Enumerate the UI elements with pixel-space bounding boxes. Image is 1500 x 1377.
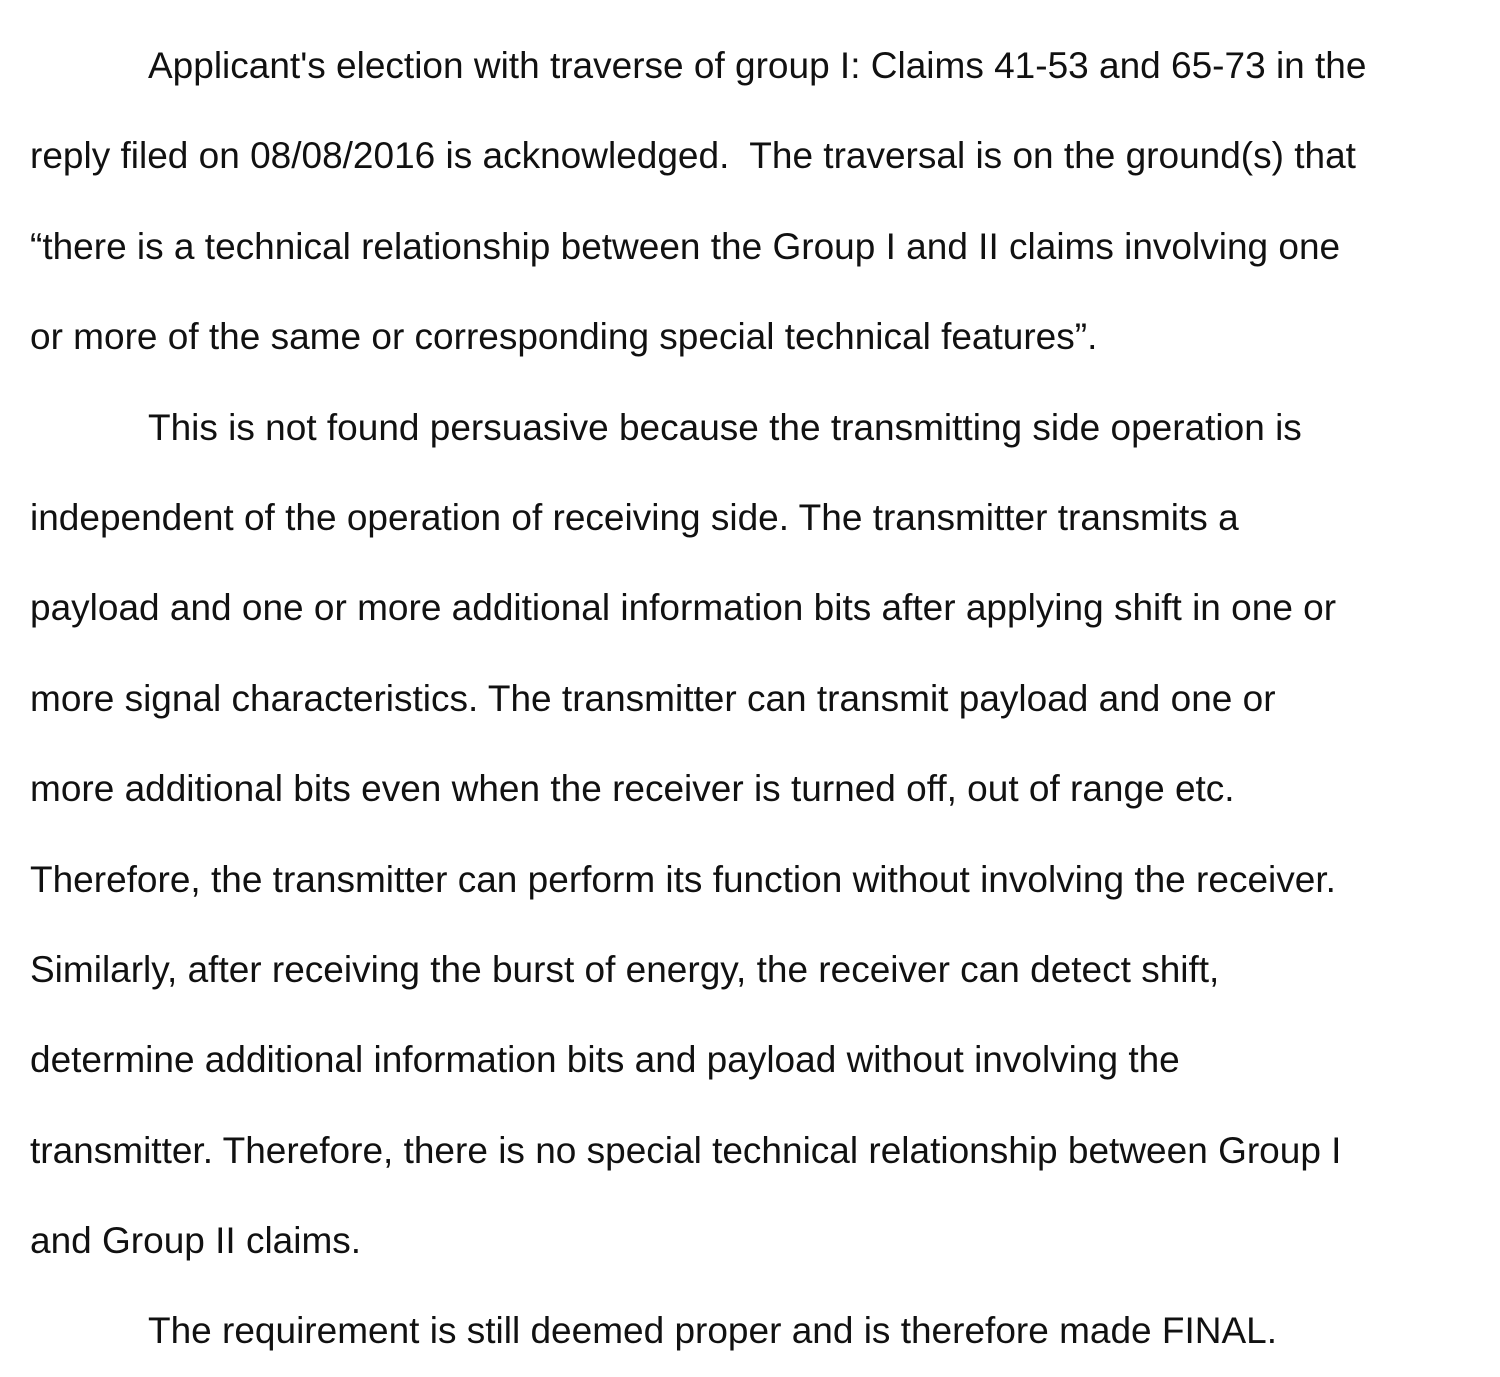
document-body: Applicant's election with traverse of gr…	[30, 21, 1450, 1377]
paragraph-line: Similarly, after receiving the burst of …	[30, 948, 1220, 990]
paragraph-election: Applicant's election with traverse of gr…	[30, 21, 1450, 383]
paragraph-line: independent of the operation of receivin…	[30, 496, 1239, 538]
paragraph-line: This is not found persuasive because the…	[148, 406, 1302, 448]
paragraph-line: reply filed on 08/08/2016 is acknowledge…	[30, 135, 1356, 177]
paragraph-line: transmitter. Therefore, there is no spec…	[30, 1129, 1342, 1171]
paragraph-conclusion: The requirement is still deemed proper a…	[30, 1286, 1450, 1376]
paragraph-line: Therefore, the transmitter can perform i…	[30, 858, 1336, 900]
paragraph-line: more additional bits even when the recei…	[30, 768, 1235, 810]
paragraph-line: and Group II claims.	[30, 1220, 362, 1262]
paragraph-line: “there is a technical relationship betwe…	[30, 225, 1341, 267]
paragraph-line: more signal characteristics. The transmi…	[30, 677, 1276, 719]
paragraph-line: or more of the same or corresponding spe…	[30, 316, 1098, 358]
paragraph-line: payload and one or more additional infor…	[30, 587, 1337, 629]
paragraph-line: determine additional information bits an…	[30, 1039, 1180, 1081]
paragraph-line: Applicant's election with traverse of gr…	[148, 45, 1367, 86]
paragraph-line: The requirement is still deemed proper a…	[148, 1310, 1278, 1352]
paragraph-reasoning: This is not found persuasive because the…	[30, 383, 1450, 1287]
